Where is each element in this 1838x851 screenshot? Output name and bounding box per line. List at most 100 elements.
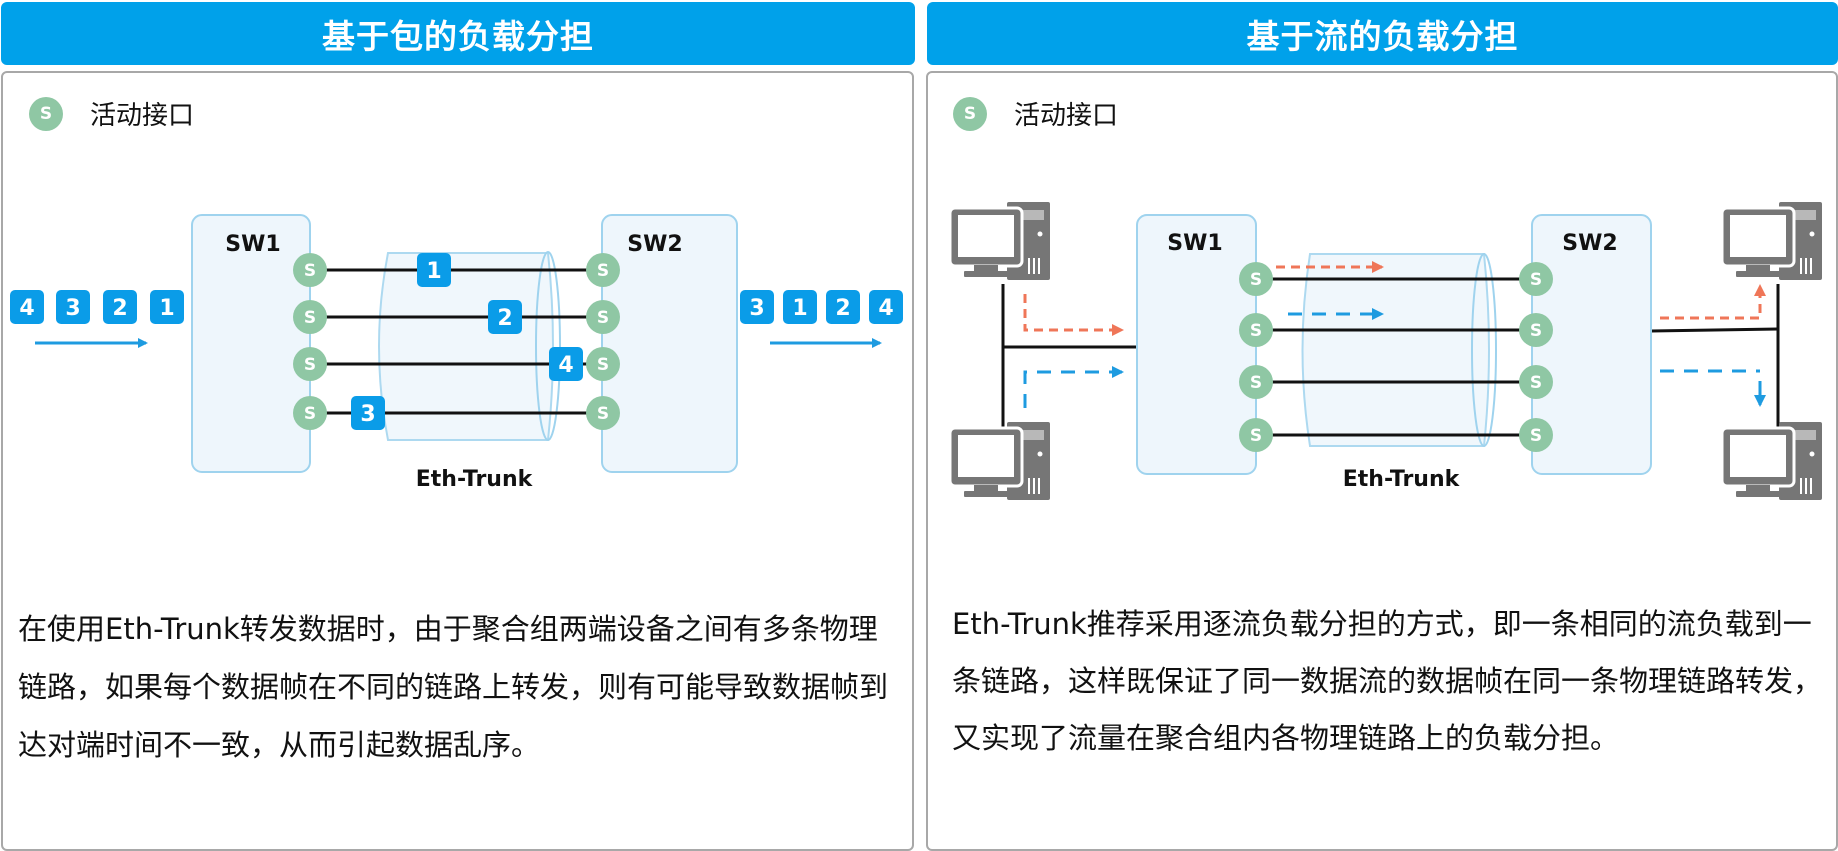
ingress-packet: 3 bbox=[56, 290, 90, 324]
packet-number: 1 bbox=[426, 259, 441, 284]
pc-top-left-icon bbox=[950, 202, 1050, 280]
legend: S 活动接口 bbox=[29, 95, 194, 132]
pc-bottom-right-icon bbox=[1722, 422, 1822, 500]
packet-number: 1 bbox=[792, 296, 807, 321]
flow-based-panel: S 活动接口 Eth-Trunk推荐采用逐流负载分担的方式，即一条相同的流负载到… bbox=[926, 71, 1838, 851]
sw1-port: S bbox=[293, 253, 327, 287]
active-port-icon bbox=[1519, 313, 1553, 347]
sw2-port: S bbox=[1519, 313, 1553, 347]
in-flight-packet: 2 bbox=[488, 300, 522, 334]
port-label: S bbox=[1530, 321, 1542, 341]
packet-box bbox=[150, 290, 184, 324]
eth-trunk-bundle-end bbox=[535, 251, 561, 441]
sw1-port: S bbox=[1239, 418, 1273, 452]
egress-packet: 3 bbox=[740, 290, 774, 324]
active-port-icon bbox=[1519, 418, 1553, 452]
port-label: S bbox=[597, 404, 609, 424]
sw2-port: S bbox=[1519, 262, 1553, 296]
port-label: S bbox=[304, 261, 316, 281]
flow-based-header: 基于流的负载分担 bbox=[927, 2, 1838, 65]
right-uplink bbox=[1650, 327, 1779, 333]
packet-number: 3 bbox=[749, 296, 764, 321]
packet-based-description: 在使用Eth-Trunk转发数据时，由于聚合组两端设备之间有多条物理链路，如果每… bbox=[18, 612, 889, 762]
ingress-packet: 2 bbox=[103, 290, 137, 324]
sw2-port: S bbox=[1519, 365, 1553, 399]
packet-box bbox=[783, 290, 817, 324]
sw2-port: S bbox=[586, 253, 620, 287]
sw1-port: S bbox=[293, 300, 327, 334]
packet-number: 2 bbox=[835, 296, 850, 321]
port-label: S bbox=[1530, 426, 1542, 446]
switch-sw1-label: SW1 bbox=[1167, 231, 1222, 256]
in-flight-packet: 4 bbox=[549, 347, 583, 381]
eth-trunk-bundle-end bbox=[1471, 253, 1497, 447]
packet-queues: 4 3 2 1 3 1 2 4 bbox=[10, 290, 903, 324]
flow-b-path bbox=[1023, 308, 1766, 408]
port-label: S bbox=[597, 261, 609, 281]
active-port-icon bbox=[1519, 365, 1553, 399]
switch-sw2-label: SW2 bbox=[1562, 231, 1617, 256]
egress-packet: 2 bbox=[826, 290, 860, 324]
legend-label: 活动接口 bbox=[90, 101, 195, 131]
switch-sw2 bbox=[601, 214, 738, 473]
sw2-port: S bbox=[586, 347, 620, 381]
active-port-icon bbox=[586, 347, 620, 381]
sw1-port: S bbox=[1239, 262, 1273, 296]
physical-links: S S S S S S S S bbox=[1239, 262, 1553, 452]
flow-based-diagram: SW1 SW2 Eth-Trunk S S S S S S S S bbox=[950, 202, 1822, 500]
packet-box bbox=[417, 253, 451, 287]
switch-sw2-label: SW2 bbox=[627, 232, 682, 257]
packet-box bbox=[826, 290, 860, 324]
packet-box bbox=[103, 290, 137, 324]
packet-box bbox=[488, 300, 522, 334]
legend: S 活动接口 bbox=[953, 95, 1118, 132]
active-port-icon bbox=[586, 300, 620, 334]
active-port-icon: S bbox=[953, 96, 987, 131]
pc-top-right-icon bbox=[1722, 202, 1822, 280]
packet-number: 3 bbox=[65, 296, 80, 321]
port-label: S bbox=[1250, 426, 1262, 446]
eth-trunk-bundle bbox=[1301, 253, 1490, 447]
port-label: S bbox=[304, 355, 316, 375]
sw2-port: S bbox=[586, 396, 620, 430]
sw2-port: S bbox=[586, 300, 620, 334]
active-port-icon bbox=[293, 347, 327, 381]
flow-a-egress-arrow bbox=[1660, 284, 1766, 320]
active-port-icon bbox=[1239, 418, 1273, 452]
port-label: S bbox=[304, 308, 316, 328]
port-label: S bbox=[597, 308, 609, 328]
port-label: S bbox=[1530, 373, 1542, 393]
active-port-icon bbox=[1239, 365, 1273, 399]
switch-sw1-label: SW1 bbox=[225, 232, 280, 257]
port-label: S bbox=[1250, 270, 1262, 290]
legend-label: 活动接口 bbox=[1014, 101, 1119, 131]
packet-number: 2 bbox=[112, 296, 127, 321]
active-port-icon bbox=[293, 300, 327, 334]
sw1-port: S bbox=[1239, 365, 1273, 399]
packet-box bbox=[740, 290, 774, 324]
packet-box bbox=[869, 290, 903, 324]
packet-number: 2 bbox=[497, 306, 512, 331]
egress-packet: 1 bbox=[783, 290, 817, 324]
flow-b-ingress-arrow bbox=[1023, 366, 1124, 408]
active-port-icon: S bbox=[29, 96, 63, 131]
active-port-icon bbox=[1519, 262, 1553, 296]
port-label: S bbox=[304, 404, 316, 424]
active-port-icon bbox=[586, 396, 620, 430]
packet-number: 4 bbox=[878, 296, 893, 321]
packet-number: 4 bbox=[19, 296, 34, 321]
packet-number: 1 bbox=[159, 296, 174, 321]
eth-trunk-label: Eth-Trunk bbox=[1343, 467, 1461, 492]
packet-box bbox=[56, 290, 90, 324]
flow-a-path bbox=[1023, 261, 1766, 336]
packet-number: 4 bbox=[558, 353, 573, 378]
port-label: S bbox=[1250, 373, 1262, 393]
egress-packet: 4 bbox=[869, 290, 903, 324]
port-label: S bbox=[597, 355, 609, 375]
sw1-port: S bbox=[293, 396, 327, 430]
ingress-packet: 1 bbox=[150, 290, 184, 324]
sw1-port: S bbox=[1239, 313, 1273, 347]
